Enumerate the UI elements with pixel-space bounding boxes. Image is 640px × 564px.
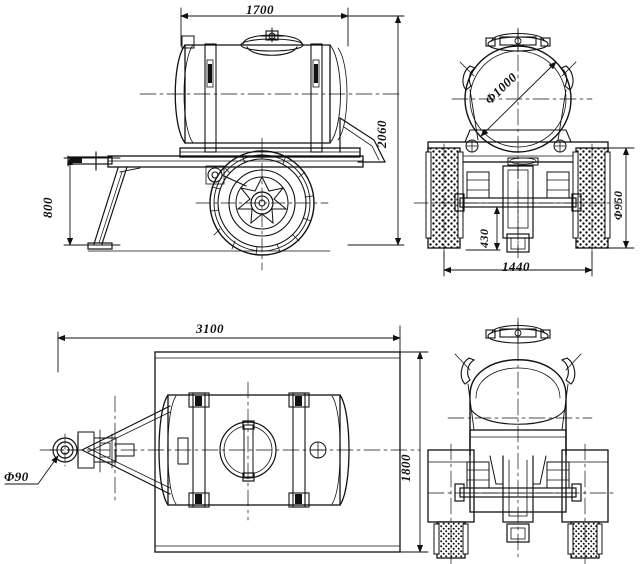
drain-column-rear [502, 165, 534, 253]
top-view [4, 325, 429, 553]
wheel-centerline-rear [413, 143, 623, 263]
dim-label-1800: 1800 [398, 454, 413, 482]
front-view [427, 317, 617, 564]
support-leg [87, 166, 141, 250]
tank-vent-stub [181, 35, 195, 49]
dim-label-800: 800 [40, 197, 55, 218]
tank-centerline-rear [451, 27, 593, 259]
wheel-side [195, 137, 329, 271]
dim-label-1440: 1440 [502, 259, 530, 274]
tank-vent-plan [177, 437, 189, 465]
dimension-430 [465, 206, 501, 251]
dim-label-phi950: Φ950 [611, 191, 625, 220]
centerlines-front-view [427, 317, 617, 564]
tank-strap-hooks-rear [459, 61, 577, 141]
side-view [63, 7, 405, 271]
dim-label-430: 430 [477, 229, 491, 250]
tank-strap-hooks-front [454, 353, 582, 431]
wheel-centerline [195, 137, 329, 271]
dimension-3100 [57, 325, 401, 373]
rear-fender-side [339, 117, 386, 163]
dimension-1440 [443, 251, 593, 277]
tire-right-rear [572, 147, 611, 249]
dimension-2060 [347, 15, 405, 246]
chassis-outline-top [154, 351, 401, 553]
dim-label-2060: 2060 [374, 120, 389, 149]
drawbar-side [67, 151, 113, 171]
tank-manhole-hatch-rear [485, 29, 551, 53]
dimension-phi950 [607, 147, 635, 249]
centerlines-top-view [39, 381, 421, 521]
dim-label-phi90: Φ90 [4, 469, 29, 484]
leader-phi90 [4, 455, 59, 485]
dim-label-1700: 1700 [246, 2, 274, 17]
tank-manhole-hatch [240, 27, 304, 56]
dimension-1700 [180, 7, 349, 47]
dimension-1800 [399, 351, 429, 553]
tire-left-rear [425, 147, 464, 249]
dim-label-3100: 3100 [195, 321, 224, 336]
rear-view [413, 27, 635, 277]
